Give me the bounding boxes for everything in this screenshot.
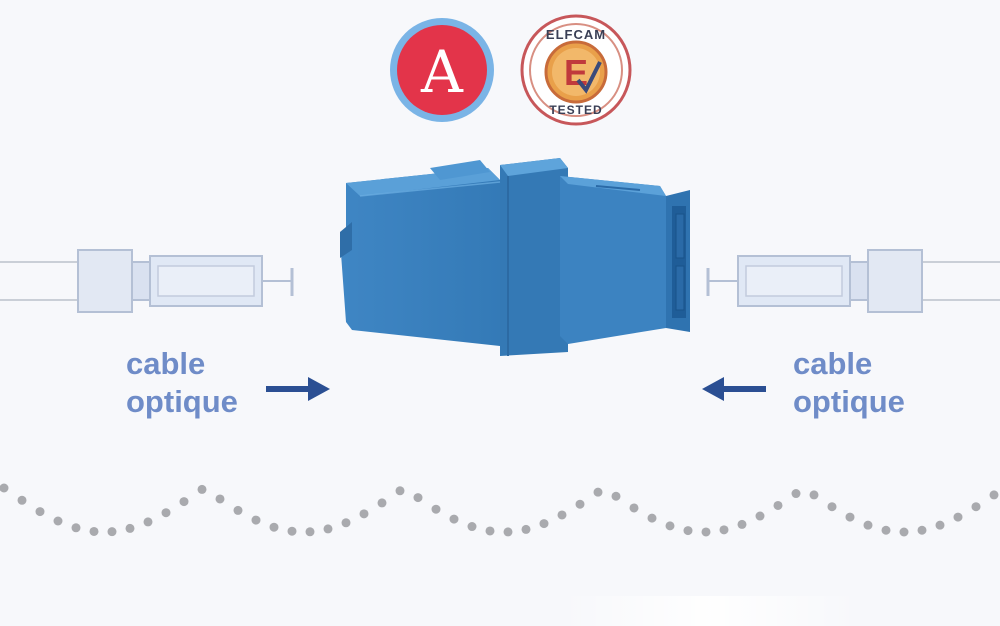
wave-dot: [89, 526, 99, 536]
wave-dot: [665, 521, 675, 531]
wave-dot: [125, 523, 135, 533]
wave-dot: [431, 504, 441, 514]
wave-dot: [917, 525, 927, 535]
wave-dot: [53, 516, 63, 526]
wave-dot: [863, 520, 873, 530]
wave-dot: [647, 513, 657, 523]
a-brand-badge-icon: A: [390, 18, 494, 122]
elfcam-top-text: ELFCAM: [546, 27, 606, 42]
wave-dot: [341, 518, 351, 528]
wave-dot: [143, 517, 153, 527]
wave-dot: [845, 512, 855, 522]
wave-dot: [575, 499, 585, 509]
wave-dot: [683, 526, 693, 536]
wave-dot: [629, 503, 639, 513]
wave-dot: [449, 514, 459, 524]
wave-dot: [179, 497, 189, 507]
wave-dot: [395, 486, 405, 496]
wave-dot: [413, 493, 423, 503]
wave-dot: [737, 519, 747, 529]
wave-dot: [35, 507, 45, 517]
wave-dot: [323, 524, 333, 534]
wave-dot: [827, 502, 837, 512]
wave-dot: [107, 527, 117, 537]
wave-dot: [791, 489, 801, 499]
wave-dot: [503, 527, 513, 537]
wave-dot: [467, 522, 477, 532]
wave-dot: [17, 495, 27, 505]
lc-fiber-adapter: [340, 158, 690, 356]
left-cable-label: cable optique: [126, 345, 238, 421]
wave-dot: [809, 490, 819, 500]
wave-dot: [305, 527, 315, 537]
bottom-shine-decoration: [560, 596, 860, 626]
wave-dot: [485, 526, 495, 536]
wave-dot: [0, 483, 9, 493]
wave-dot: [935, 520, 945, 530]
wave-dot: [701, 527, 711, 537]
elfcam-bottom-text: TESTED: [549, 103, 602, 117]
wave-dot: [197, 484, 207, 494]
wave-dot: [287, 526, 297, 536]
left-cable-label-line1: cable: [126, 346, 206, 381]
wave-dot: [881, 525, 891, 535]
wave-dot: [989, 490, 999, 500]
wave-dot: [359, 509, 369, 519]
wave-dot: [539, 519, 549, 529]
wave-dot: [611, 491, 621, 501]
wave-dot: [269, 522, 279, 532]
right-cable-label-line1: cable: [793, 346, 873, 381]
wave-dot: [719, 525, 729, 535]
wave-dot: [773, 500, 783, 510]
wave-dot: [755, 511, 765, 521]
elfcam-tested-badge-icon: ELFCAM E TESTED: [520, 14, 632, 126]
right-fiber-connector: [706, 249, 1000, 313]
right-cable-label-line2: optique: [793, 384, 905, 419]
wave-dot: [251, 515, 261, 525]
wave-dot: [215, 494, 225, 504]
wave-dot: [521, 524, 531, 534]
arrow-left-icon: [702, 377, 766, 401]
wave-dot: [377, 498, 387, 508]
wave-dot: [161, 508, 171, 518]
wave-dot: [593, 487, 603, 497]
a-brand-letter: A: [420, 38, 464, 106]
left-fiber-connector: [0, 249, 294, 313]
left-cable-label-line2: optique: [126, 384, 238, 419]
arrow-right-icon: [266, 377, 330, 401]
wave-dot: [971, 502, 981, 512]
right-cable-label: cable optique: [793, 345, 905, 421]
dotted-wave-decoration: [0, 483, 999, 537]
wave-dot: [953, 512, 963, 522]
wave-dot: [71, 523, 81, 533]
wave-dot: [557, 510, 567, 520]
wave-dot: [233, 505, 243, 515]
wave-dot: [899, 527, 909, 537]
